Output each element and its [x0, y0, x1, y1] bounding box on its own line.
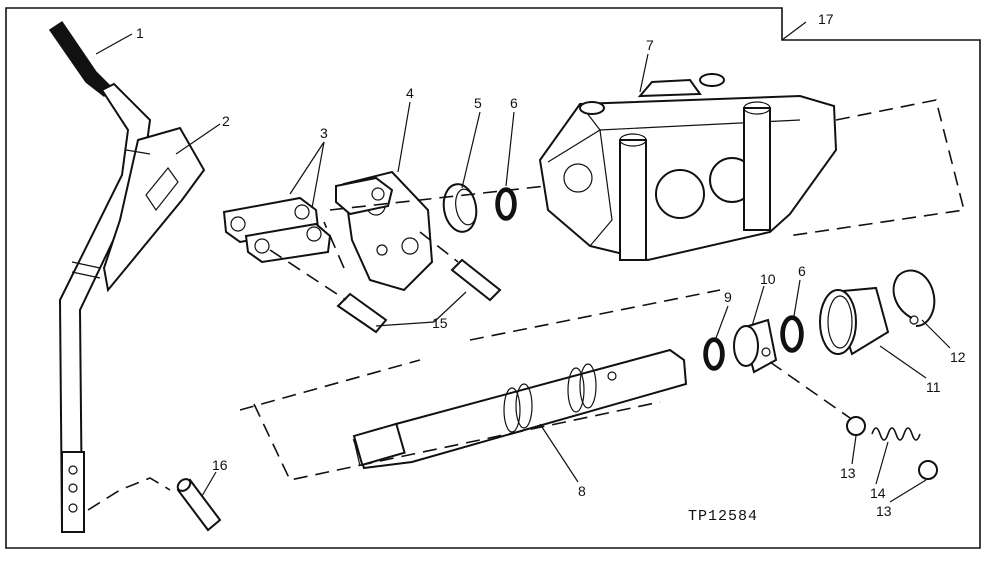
- callout-17: 17: [818, 11, 834, 27]
- seal-ring-5: [442, 183, 478, 233]
- sleeve-11: [819, 286, 890, 356]
- bracket-4: [335, 170, 434, 292]
- spool-8: [352, 348, 688, 470]
- callout-11: 11: [926, 379, 941, 395]
- detent-ball-13a: [846, 416, 866, 436]
- callout-2: 2: [222, 113, 230, 129]
- callout-5: 5: [474, 95, 482, 111]
- callout-10: 10: [760, 271, 776, 287]
- housing-assembly-boundary: [323, 99, 965, 269]
- collar-10: [733, 318, 778, 374]
- callout-1: 1: [136, 25, 144, 41]
- callout-16: 16: [212, 457, 228, 473]
- callout-12: 12: [950, 349, 966, 365]
- callouts: 1 2 3 4 5 6 7 15 9 10 6 12 11 8 13 14 13…: [136, 11, 966, 519]
- callout-3: 3: [320, 125, 328, 141]
- callout-14: 14: [870, 485, 886, 501]
- detent-spring-14: [871, 427, 921, 441]
- figure-code: TP12584: [688, 508, 758, 525]
- diagram-frame: [5, 7, 981, 549]
- lever-guard-plate: [102, 126, 206, 293]
- o-ring-6-upper: [495, 187, 517, 221]
- callout-9: 9: [724, 289, 732, 305]
- callout-4: 4: [406, 85, 414, 101]
- callout-6-lower: 6: [798, 263, 806, 279]
- callout-7: 7: [646, 37, 654, 53]
- detent-ball-13b: [918, 460, 938, 480]
- o-ring-6-lower: [780, 315, 804, 353]
- leader-lines: [95, 33, 951, 503]
- o-ring-9: [703, 337, 725, 371]
- frame-notch-leader: [781, 21, 807, 41]
- pins-15: [269, 231, 502, 334]
- callout-8: 8: [578, 483, 586, 499]
- control-lever: [48, 20, 222, 533]
- spool-assembly-boundary: [239, 289, 721, 481]
- callout-6-upper: 6: [510, 95, 518, 111]
- callout-13-left: 13: [840, 465, 856, 481]
- callout-15: 15: [432, 315, 448, 331]
- snap-ring-12: [892, 269, 936, 327]
- link-plates: [222, 141, 332, 264]
- valve-housing-7: [538, 73, 838, 262]
- callout-13-right: 13: [876, 503, 892, 519]
